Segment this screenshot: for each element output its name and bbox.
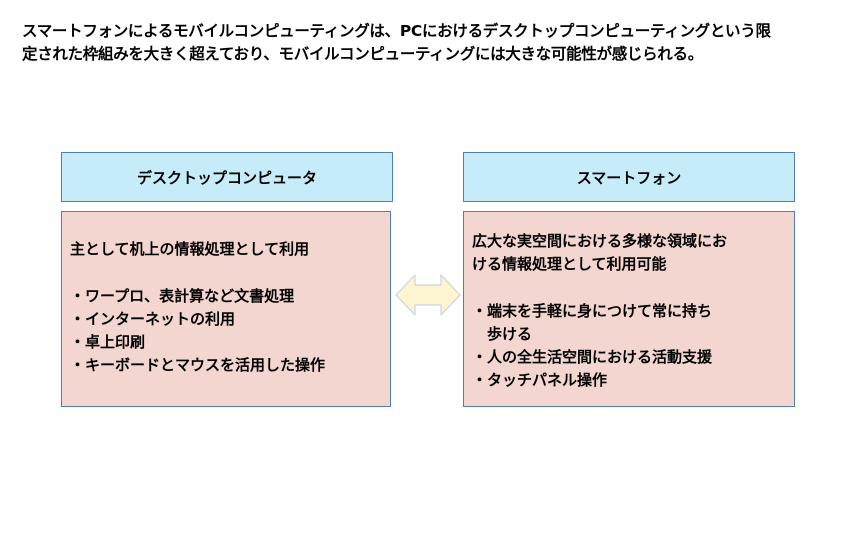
desktop-feature-list: ・ワープロ、表計算など文書処理 ・インターネットの利用 ・卓上印刷 ・キーボード…: [70, 285, 382, 377]
desktop-feature-item: ・インターネットの利用: [70, 310, 236, 328]
smartphone-lead-line-2: ける情報処理として利用可能: [472, 255, 667, 273]
smartphone-feature-list: ・端末を手軽に身につけて常に持ち 歩ける ・人の全生活空間における活動支援 ・タ…: [472, 300, 786, 392]
smartphone-header: スマートフォン: [463, 152, 795, 202]
smartphone-feature-item: ・端末を手軽に身につけて常に持ち: [472, 302, 713, 320]
intro-paragraph: スマートフォンによるモバイルコンピューティングは、PCにおけるデスクトップコンピ…: [22, 20, 827, 66]
smartphone-lead-line-1: 広大な実空間における多様な領域にお: [472, 232, 728, 250]
desktop-feature-item: ・ワープロ、表計算など文書処理: [70, 287, 295, 305]
desktop-header: デスクトップコンピュータ: [61, 152, 393, 202]
desktop-content-box: 主として机上の情報処理として利用 ・ワープロ、表計算など文書処理 ・インターネッ…: [61, 211, 391, 407]
desktop-feature-item: ・卓上印刷: [70, 333, 146, 351]
smartphone-feature-item: ・人の全生活空間における活動支援: [472, 348, 713, 366]
desktop-lead: 主として机上の情報処理として利用: [70, 240, 310, 258]
desktop-feature-item: ・キーボードとマウスを活用した操作: [70, 356, 326, 374]
smartphone-content-box: 広大な実空間における多様な領域にお ける情報処理として利用可能 ・端末を手軽に身…: [463, 211, 795, 407]
smartphone-feature-item: ・タッチパネル操作: [472, 371, 608, 389]
desktop-title: デスクトップコンピュータ: [136, 168, 317, 187]
smartphone-feature-item: 歩ける: [472, 325, 533, 343]
intro-line-2: 定された枠組みを大きく超えており、モバイルコンピューティングには大きな可能性が感…: [22, 45, 703, 63]
intro-line-1: スマートフォンによるモバイルコンピューティングは、PCにおけるデスクトップコンピ…: [22, 22, 771, 40]
double-headed-arrow-icon: [395, 274, 461, 316]
smartphone-title: スマートフォン: [576, 168, 682, 187]
